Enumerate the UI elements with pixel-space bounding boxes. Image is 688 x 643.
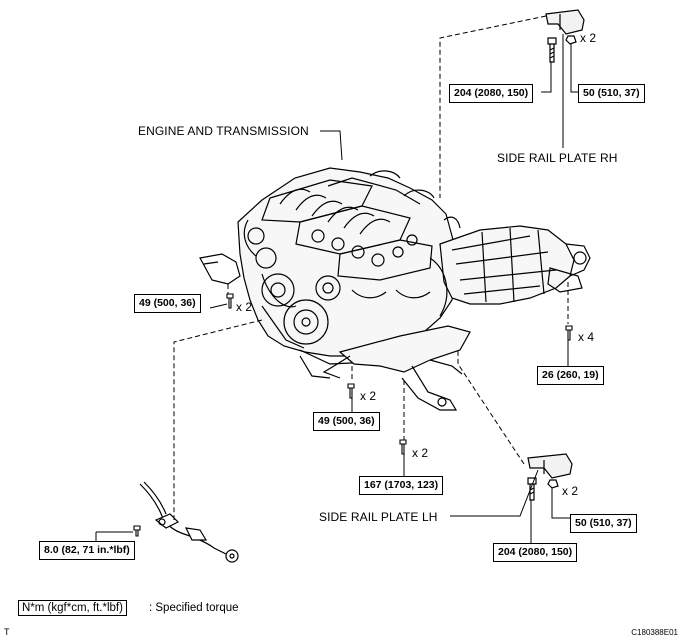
ground-cable	[139, 481, 239, 563]
trans-mount-bolt-icon	[565, 325, 573, 341]
figure-code: C180388E01	[631, 628, 678, 637]
engine-assembly	[199, 167, 461, 379]
side-rail-plate-lh-label: SIDE RAIL PLATE LH	[319, 510, 438, 524]
rh-nut-icon	[565, 35, 577, 45]
corner-mark: T	[4, 627, 10, 637]
torque-lh-bolt: 204 (2080, 150)	[493, 543, 578, 562]
side-rail-plate-lh	[527, 453, 573, 501]
torque-trans-mount: 26 (260, 19)	[537, 366, 604, 385]
ground-bolt-icon	[133, 525, 141, 537]
qty-trans-mount: x 4	[578, 330, 595, 344]
side-rail-plate-rh	[545, 9, 585, 63]
torque-lower-mount: 49 (500, 36)	[313, 412, 380, 431]
side-rail-plate-rh-label: SIDE RAIL PLATE RH	[497, 151, 618, 165]
qty-lower-mount: x 2	[360, 389, 377, 403]
lh-nut-icon	[547, 479, 559, 489]
legend-description: : Specified torque	[149, 602, 239, 614]
engine-transmission-label: ENGINE AND TRANSMISSION	[138, 124, 309, 138]
torque-lh-nut: 50 (510, 37)	[570, 514, 637, 533]
torque-rh-nut: 50 (510, 37)	[578, 84, 645, 103]
qty-center-bolt: x 2	[412, 446, 429, 460]
qty-lh-nut: x 2	[562, 484, 579, 498]
lower-mount-bolt-icon	[347, 383, 355, 399]
torque-left-mount: 49 (500, 36)	[134, 294, 201, 313]
lower-crossmember	[322, 325, 471, 411]
qty-left-mount: x 2	[236, 300, 253, 314]
legend-units: N*m (kgf*cm, ft.*lbf)	[18, 600, 127, 616]
left-mount-bolt-icon	[226, 293, 234, 309]
transmission-assembly	[429, 225, 591, 317]
center-bolt-icon	[399, 439, 407, 455]
torque-ground-bolt: 8.0 (82, 71 in.*lbf)	[39, 541, 135, 560]
torque-rh-bolt: 204 (2080, 150)	[449, 84, 534, 103]
qty-rh-nut: x 2	[580, 31, 597, 45]
torque-center-bolt: 167 (1703, 123)	[359, 476, 444, 495]
rh-bolt-icon	[547, 37, 557, 63]
